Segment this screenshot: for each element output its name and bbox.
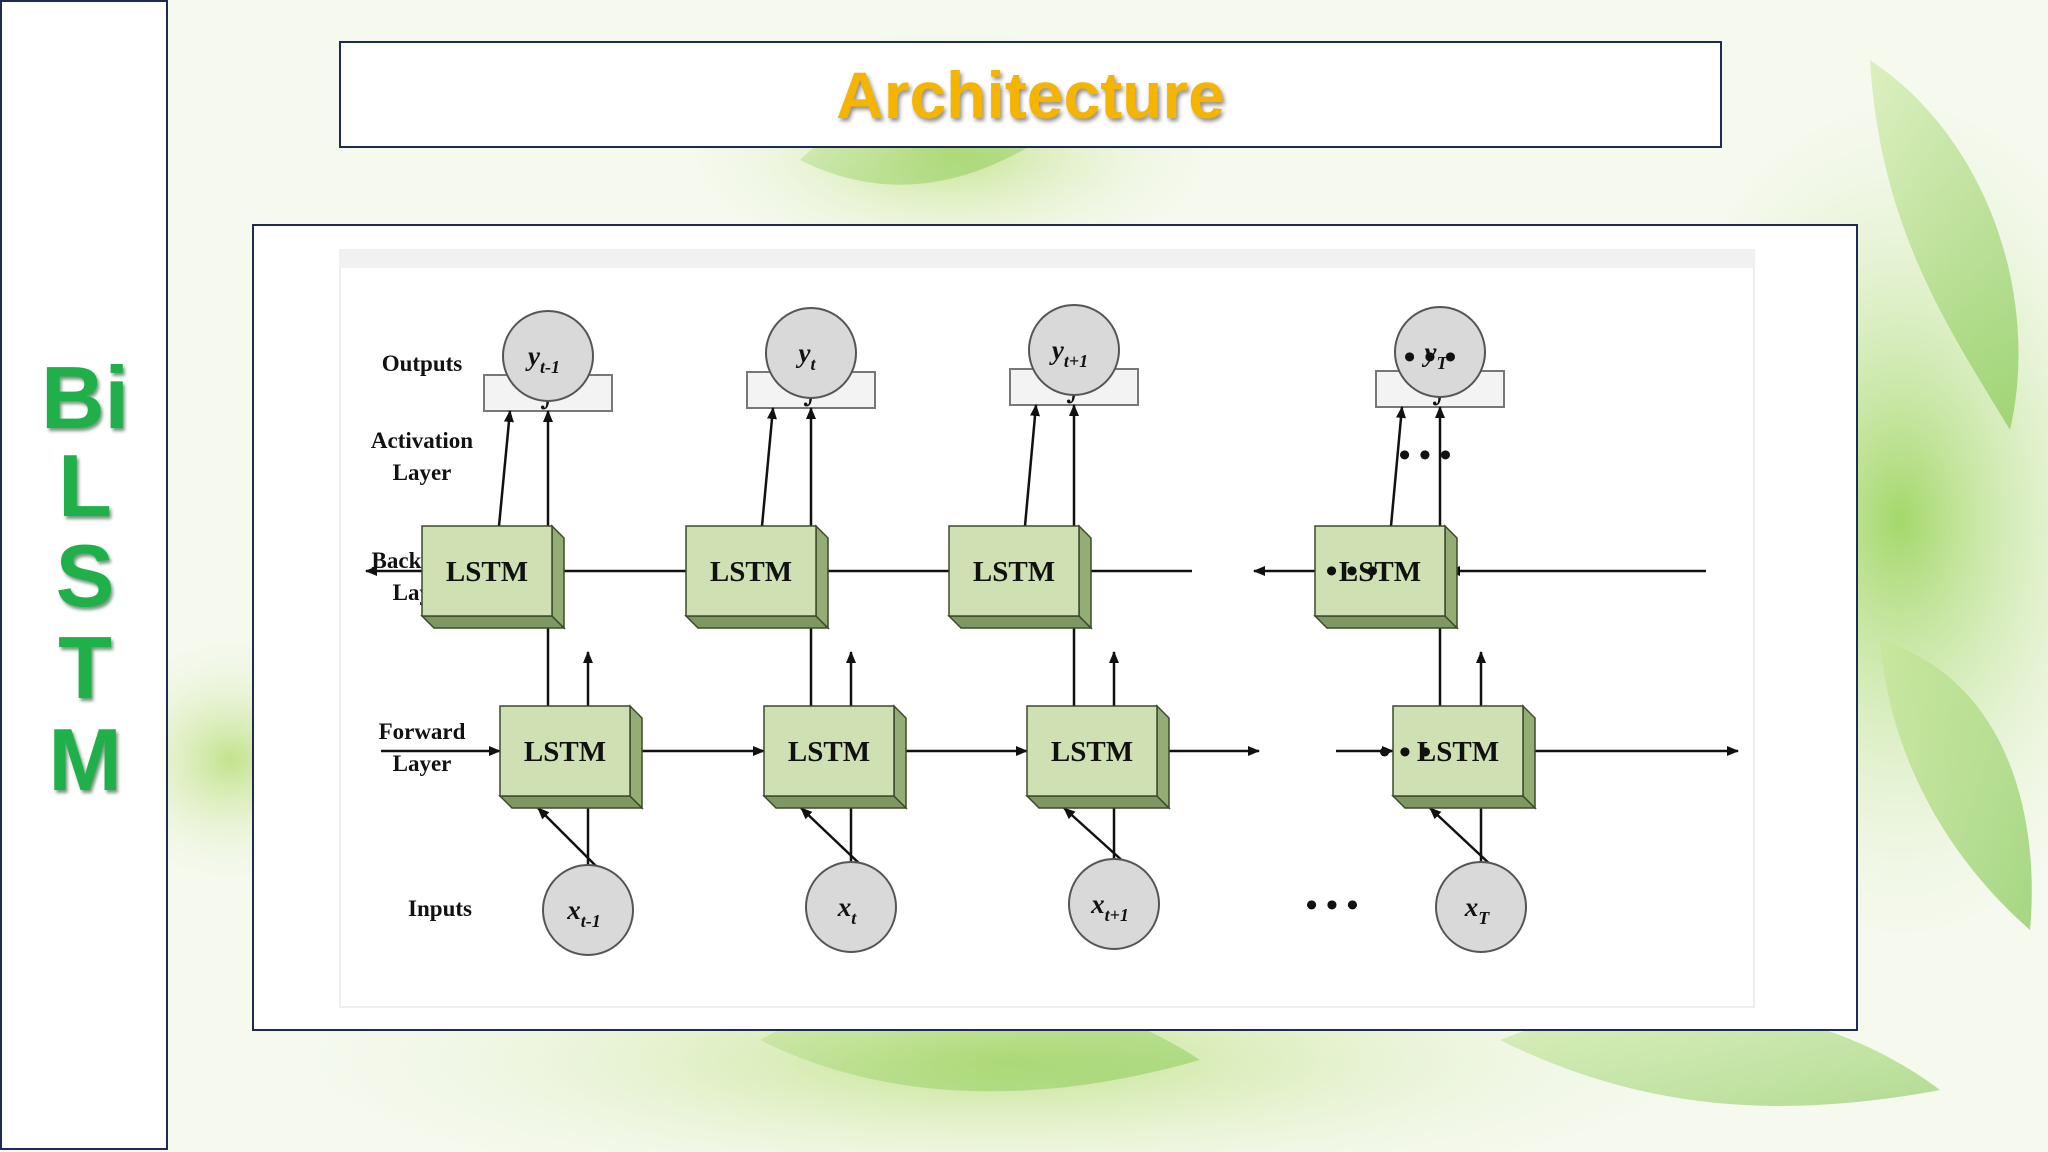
backward-lstm-3: LSTM xyxy=(947,524,1093,630)
row-label-forward: Forward xyxy=(379,719,466,744)
side-title-panel: Bi L S T M xyxy=(0,0,168,1150)
output-node-4: yT xyxy=(1394,306,1486,398)
svg-text:yt-1: yt-1 xyxy=(525,341,560,377)
arrow-input-to-forward-3 xyxy=(1063,807,1127,865)
ellipsis-outputs: • • • xyxy=(1404,339,1457,376)
output-node-3: yt+1 xyxy=(1028,304,1120,396)
arrow-backward-to-activation-3 xyxy=(1023,404,1040,527)
ellipsis-activation: • • • xyxy=(1399,437,1452,474)
svg-text:xT: xT xyxy=(1464,892,1491,928)
backward-lstm-1: LSTM xyxy=(420,524,566,630)
input-node-1: xt-1 xyxy=(542,864,634,956)
svg-text:yt: yt xyxy=(796,338,817,374)
forward-lstm-2-label: LSTM xyxy=(788,736,870,768)
forward-lstm-1-label: LSTM xyxy=(524,736,606,768)
row-label-activation: Activation xyxy=(371,428,473,453)
backward-lstm-1-label: LSTM xyxy=(446,556,528,588)
bilstm-architecture-diagram: OutputsActivationLayerBackwardLayerForwa… xyxy=(339,249,1755,1008)
row-label-activation-layer: Layer xyxy=(393,460,452,485)
diagram-frame: OutputsActivationLayerBackwardLayerForwa… xyxy=(252,224,1858,1031)
side-title-letter-s: S xyxy=(55,526,115,625)
backward-lstm-2: LSTM xyxy=(684,524,830,630)
input-node-2: xt xyxy=(805,861,897,953)
output-node-2: yt xyxy=(765,307,857,399)
row-label-outputs: Outputs xyxy=(382,351,463,376)
arrow-backward-to-activation-4 xyxy=(1389,406,1406,527)
svg-text:yT: yT xyxy=(1422,337,1449,373)
arrow-input-to-forward-4 xyxy=(1429,807,1494,868)
svg-text:xt: xt xyxy=(837,892,858,928)
backward-lstm-4-label: LSTM xyxy=(1339,556,1421,588)
forward-lstm-1: LSTM xyxy=(498,704,644,810)
forward-lstm-3-label: LSTM xyxy=(1051,736,1133,768)
forward-lstm-2: LSTM xyxy=(762,704,908,810)
arrow-input-to-forward-2 xyxy=(800,807,864,868)
output-node-1: yt-1 xyxy=(502,310,594,402)
arrow-backward-to-activation-1 xyxy=(497,410,514,527)
row-label-forward-layer: Layer xyxy=(393,751,452,776)
backward-lstm-4: LSTM xyxy=(1313,524,1459,630)
side-title-letter-t: T xyxy=(58,618,112,717)
input-node-3: xt+1 xyxy=(1068,858,1160,950)
forward-lstm-4: LSTM xyxy=(1391,704,1537,810)
backward-lstm-2-label: LSTM xyxy=(710,556,792,588)
backward-lstm-3-label: LSTM xyxy=(973,556,1055,588)
input-node-4: xT xyxy=(1435,861,1527,953)
title-box: Architecture xyxy=(339,41,1722,148)
side-title-letter-m: M xyxy=(48,710,122,809)
side-title-letter-bi: Bi xyxy=(41,348,129,447)
ellipsis-backward: • • • xyxy=(1326,553,1379,590)
ellipsis-inputs: • • • xyxy=(1306,887,1359,924)
svg-text:yt+1: yt+1 xyxy=(1049,335,1088,371)
diagram-panel-strip xyxy=(340,250,1754,268)
arrow-input-to-forward-1 xyxy=(537,807,601,871)
arrow-backward-to-activation-2 xyxy=(760,407,777,527)
row-label-inputs: Inputs xyxy=(408,896,472,921)
svg-text:xt+1: xt+1 xyxy=(1090,889,1129,925)
ellipsis-forward: • • • xyxy=(1379,734,1432,771)
svg-text:xt-1: xt-1 xyxy=(566,895,601,931)
forward-lstm-4-label: LSTM xyxy=(1417,736,1499,768)
forward-lstm-3: LSTM xyxy=(1025,704,1171,810)
side-title-letter-l: L xyxy=(58,436,112,535)
slide-title: Architecture xyxy=(836,57,1225,132)
